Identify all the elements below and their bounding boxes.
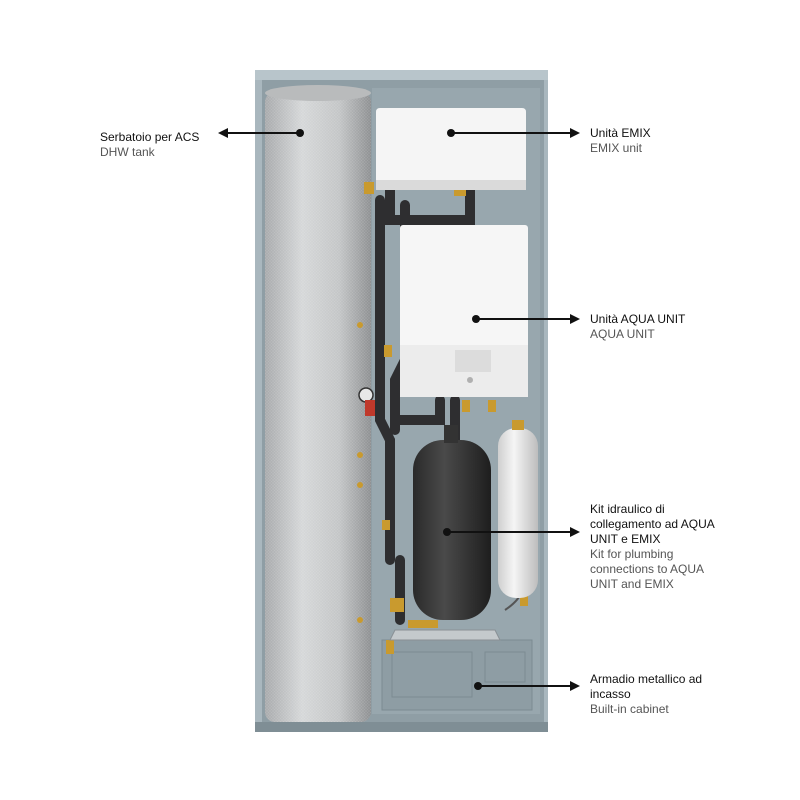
label-emix-sub: EMIX unit <box>590 141 643 155</box>
label-cabinet-sub: Built-in cabinet <box>590 702 669 716</box>
label-emix-main: Unità EMIX <box>590 126 651 140</box>
label-dhw-tank-sub: DHW tank <box>100 145 155 159</box>
gauge <box>358 387 375 416</box>
callout-emix <box>447 128 580 138</box>
label-dhw-tank-main: Serbatoio per ACS <box>100 130 200 144</box>
emix-unit <box>376 108 526 196</box>
label-aqua-sub: AQUA UNIT <box>590 327 655 341</box>
label-dhw-tank: Serbatoio per ACS DHW tank <box>100 130 199 160</box>
callout-cabinet <box>474 681 580 691</box>
drain-tray <box>389 589 523 641</box>
label-emix-unit: Unità EMIX EMIX unit <box>590 126 651 156</box>
callout-kit <box>443 527 580 537</box>
label-kit-main: Kit idraulico di collegamento ad AQUA UN… <box>590 502 715 546</box>
label-cabinet-main: Armadio metallico ad incasso <box>590 672 703 701</box>
label-plumbing-kit: Kit idraulico di collegamento ad AQUA UN… <box>590 502 730 592</box>
buffer-bottle <box>498 420 538 598</box>
label-builtin-cabinet: Armadio metallico ad incasso Built-in ca… <box>590 672 720 717</box>
expansion-vessel <box>413 425 491 620</box>
aqua-unit <box>400 225 528 397</box>
brass-fittings <box>364 182 528 654</box>
label-kit-sub: Kit for plumbing connections to AQUA UNI… <box>590 547 704 591</box>
callout-tank <box>218 128 304 138</box>
dhw-tank <box>265 85 371 722</box>
label-aqua-main: Unità AQUA UNIT <box>590 312 686 326</box>
label-aqua-unit: Unità AQUA UNIT AQUA UNIT <box>590 312 685 342</box>
callout-aqua <box>472 314 580 324</box>
